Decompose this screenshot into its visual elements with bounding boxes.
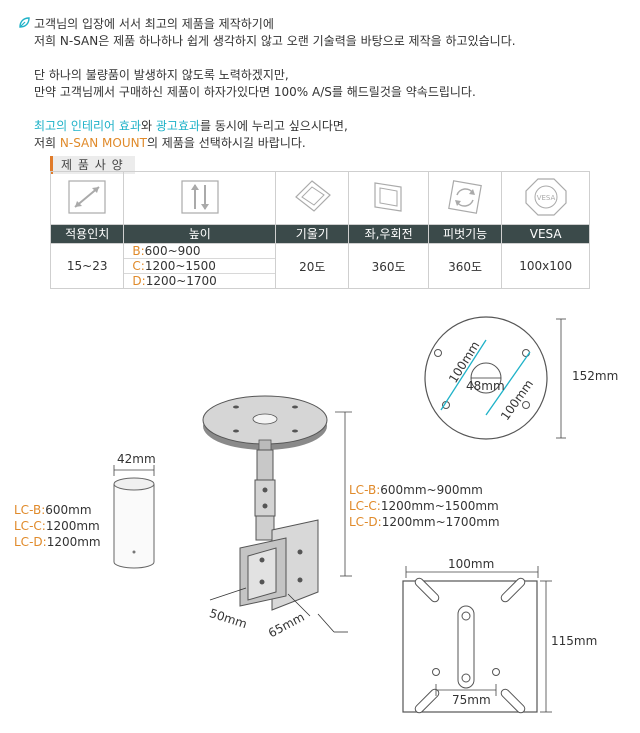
value-pivot: 360도 xyxy=(427,243,503,289)
pipe-drawing xyxy=(113,465,155,569)
svg-text:VESA: VESA xyxy=(536,194,555,202)
pipe-length-labels: LC-B:600mm LC-C:1200mm LC-D:1200mm xyxy=(14,503,101,549)
header-row: 적용인치 높이 기울기 좌,우회전 피벗기능 VESA xyxy=(49,224,590,244)
pivot-icon-cell xyxy=(427,171,503,225)
intro-line-5: 최고의 인테리어 효과와 광고효과를 동시에 누리고 싶으시다면, xyxy=(34,119,348,133)
header-vesa: VESA xyxy=(501,224,590,244)
value-tilt: 20도 xyxy=(275,243,350,289)
rotate-icon-cell xyxy=(348,171,429,225)
vesa-badge-icon: VESA xyxy=(525,177,567,216)
mount-drawing xyxy=(202,395,328,611)
header-height: 높이 xyxy=(123,224,277,244)
pipe-width-label: 42mm xyxy=(117,452,156,466)
height-c: C:1200~1500 xyxy=(124,259,276,274)
height-d: D:1200~1700 xyxy=(132,274,217,288)
disk-diameter-label: 152mm xyxy=(572,369,619,383)
icon-row: VESA xyxy=(49,171,590,225)
vesa-icon-cell: VESA xyxy=(501,171,590,225)
leaf-icon xyxy=(19,17,30,28)
spec-title: 제 품 사 양 xyxy=(50,156,135,174)
intro-line-1: 고객님의 입장에 서서 최고의 제품을 제작하기에 xyxy=(18,16,618,33)
value-heights: B:600~900 C:1200~1500 D:1200~1700 xyxy=(123,243,277,289)
intro-text: 고객님의 입장에 서서 최고의 제품을 제작하기에 저희 N-SAN은 제품 하… xyxy=(18,16,618,152)
height-adjust-icon xyxy=(181,179,219,214)
header-inch: 적용인치 xyxy=(49,224,125,244)
value-rotation: 360도 xyxy=(348,243,429,289)
square-plate-drawing xyxy=(402,566,552,714)
total-height-labels: LC-B:600mm~900mm LC-C:1200mm~1500mm LC-D… xyxy=(349,483,500,529)
value-row: 15~23 B:600~900 C:1200~1500 D:1200~1700 … xyxy=(49,243,590,289)
pivot-icon xyxy=(448,179,483,214)
header-tilt: 기울기 xyxy=(275,224,350,244)
height-icon-cell xyxy=(123,171,277,225)
header-rotation: 좌,우회전 xyxy=(348,224,429,244)
tilt-icon xyxy=(295,179,332,212)
bracket-dimension-lines xyxy=(209,587,348,633)
height-dimension-line xyxy=(335,411,352,577)
inch-icon-cell xyxy=(49,171,125,225)
intro-line-3: 단 하나의 불량품이 발생하지 않도록 노력하겠지만, xyxy=(34,68,289,82)
diagonal-size-icon xyxy=(68,179,106,214)
intro-line-4: 만약 고객님께서 구매하신 제품이 하자가있다면 100% A/S를 해드릴것을… xyxy=(34,85,476,99)
product-diagram xyxy=(113,316,566,714)
disk-center-hole-label: 48mm xyxy=(466,379,505,393)
value-inch: 15~23 xyxy=(49,243,125,289)
swivel-icon xyxy=(374,181,402,212)
spec-table: VESA 적용인치 높이 기울기 좌,우회전 피벗기능 VESA 15~23 B… xyxy=(49,171,590,289)
plate-width-label: 100mm xyxy=(448,557,495,571)
header-pivot: 피벗기능 xyxy=(427,224,503,244)
intro-line-6: 저희 N-SAN MOUNT의 제품을 선택하시길 바랍니다. xyxy=(34,136,306,150)
plate-slot-label: 75mm xyxy=(452,693,491,707)
height-b: B:600~900 xyxy=(124,244,276,259)
tilt-icon-cell xyxy=(275,171,350,225)
plate-height-label: 115mm xyxy=(551,634,598,648)
value-vesa: 100x100 xyxy=(501,243,590,289)
round-plate-drawing xyxy=(424,316,566,440)
intro-line-2: 저희 N-SAN은 제품 하나하나 쉽게 생각하지 않고 오랜 기술력을 바탕으… xyxy=(34,34,516,48)
